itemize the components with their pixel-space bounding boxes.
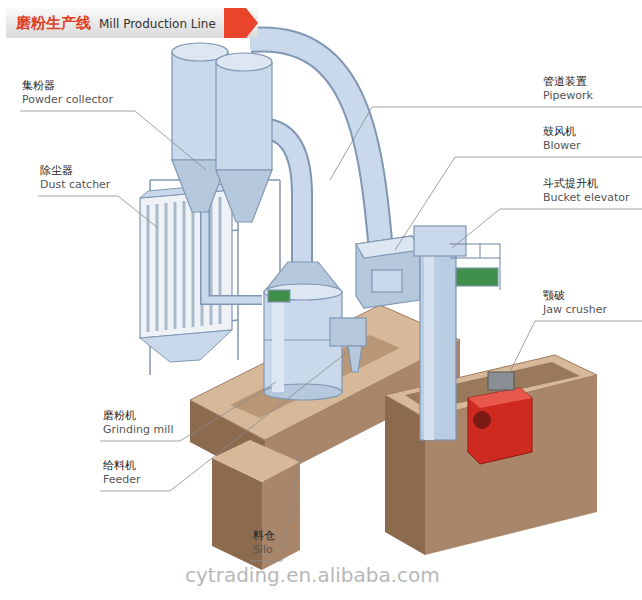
banner-arrow (224, 8, 258, 38)
pit (385, 355, 597, 555)
part-name-en: Feeder (103, 474, 141, 487)
banner-text: 磨粉生产线 Mill Production Line (6, 14, 224, 33)
part-name-zh: 集粉器 (22, 80, 55, 93)
watermark: cytrading.en.alibaba.com (185, 564, 440, 587)
part-name-en: Jaw crusher (543, 304, 607, 317)
title-en: Mill Production Line (99, 17, 216, 31)
powder-collector (172, 43, 272, 222)
jaw-crusher (468, 372, 532, 464)
title-zh: 磨粉生产线 (16, 14, 91, 33)
part-name-en: Silo (253, 544, 273, 557)
part-name-zh: 给料机 (103, 460, 136, 473)
part-name-en: Pipework (543, 90, 593, 103)
part-name-zh: 管道装置 (543, 76, 587, 89)
title-banner: 磨粉生产线 Mill Production Line (6, 8, 258, 38)
part-name-zh: 颚破 (543, 290, 565, 303)
part-name-en: Bucket elevator (543, 192, 630, 205)
part-name-zh: 斗式提升机 (543, 178, 598, 191)
leader-line (20, 107, 642, 561)
part-name-zh: 料仓 (253, 530, 275, 543)
part-name-en: Powder collector (22, 94, 113, 107)
dust-catcher (140, 184, 232, 362)
part-name-zh: 磨粉机 (103, 410, 136, 423)
part-name-en: Blower (543, 140, 581, 153)
grinding-mill (264, 262, 366, 400)
part-name-zh: 鼓风机 (543, 126, 576, 139)
part-name-en: Dust catcher (40, 179, 110, 192)
part-name-zh: 除尘器 (40, 165, 73, 178)
banner-flag (224, 8, 258, 38)
part-name-en: Grinding mill (103, 424, 173, 437)
blower (356, 236, 420, 308)
